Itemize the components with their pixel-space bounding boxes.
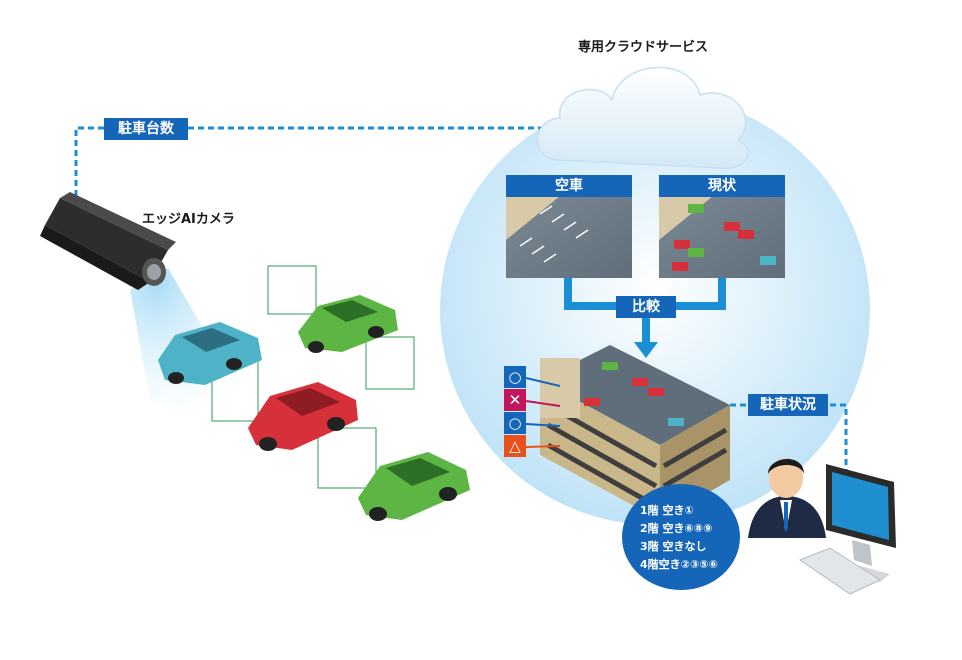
parked-count-tag: 駐車台数 bbox=[104, 118, 188, 140]
empty-lot-header: 空車 bbox=[506, 175, 632, 197]
keyboard-icon bbox=[798, 547, 882, 595]
status-connectors bbox=[525, 377, 561, 448]
operator-person-icon bbox=[748, 458, 826, 538]
availability-floor-3: 3階 空きなし bbox=[640, 540, 707, 553]
cloud-icon bbox=[536, 66, 749, 170]
car-green-bottom bbox=[358, 452, 470, 521]
availability-floor-4: 4階空き②③⑤⑥ bbox=[640, 558, 718, 571]
floor-1-status-marker: ○ bbox=[504, 366, 526, 388]
current-lot-image bbox=[659, 196, 785, 278]
current-lot-header: 現状 bbox=[659, 175, 785, 197]
car-teal bbox=[158, 322, 262, 385]
edge-camera-icon bbox=[40, 192, 262, 430]
car-green-top bbox=[298, 295, 398, 353]
empty-lot-image bbox=[506, 196, 632, 278]
availability-bubble bbox=[622, 484, 740, 590]
floor-4-status-marker: △ bbox=[504, 435, 526, 457]
availability-floor-2: 2階 空き⑥⑧⑨ bbox=[640, 522, 713, 535]
car-red bbox=[248, 382, 358, 451]
floor-2-status-marker: ✕ bbox=[504, 389, 526, 411]
cloud-service-label: 専用クラウドサービス bbox=[578, 40, 709, 55]
dashed-connectors bbox=[74, 126, 848, 470]
floor-3-status-marker: ○ bbox=[504, 412, 526, 434]
edge-camera-label: エッジAIカメラ bbox=[142, 212, 235, 227]
detection-boxes bbox=[211, 265, 415, 489]
parking-status-tag: 駐車状況 bbox=[748, 394, 828, 416]
compare-tag: 比較 bbox=[616, 296, 676, 318]
availability-floor-1: 1階 空き① bbox=[640, 504, 694, 517]
